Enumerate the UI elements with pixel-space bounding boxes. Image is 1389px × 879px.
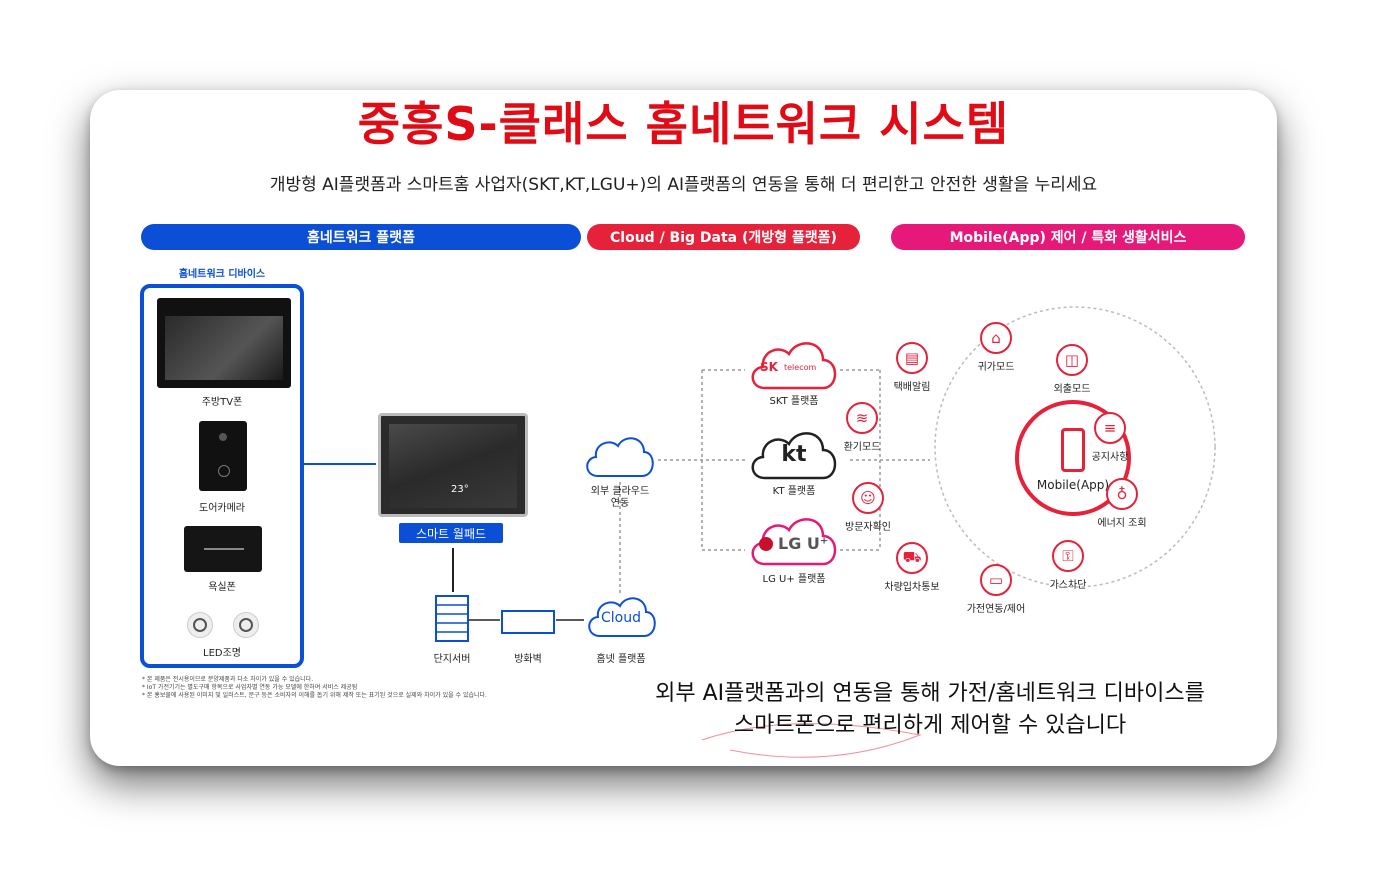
homenet-platform-label: 홈넷 플랫폼: [581, 650, 661, 665]
server-icon: [435, 595, 469, 642]
wallpad-temp: 23°: [451, 484, 469, 495]
service-label: 가스차단: [1018, 576, 1118, 591]
footnotes: * 본 제품은 전시용이므로 분양제품과 다소 차이가 있을 수 있습니다. *…: [142, 676, 562, 700]
kitchen-tv-label: 주방TV폰: [140, 393, 304, 408]
bottom-message: 외부 AI플랫폼과의 연동을 통해 가전/홈네트워크 디바이스를 스마트폰으로 …: [600, 678, 1260, 742]
service-label: 방문자확인: [818, 518, 918, 533]
lg-logo-icon: [759, 537, 773, 551]
firewall-label: 방화벽: [488, 650, 568, 665]
service-label: 가전연동/제어: [946, 600, 1046, 615]
service-label: 택배알림: [862, 378, 962, 393]
bathroom-phone-label: 욕실폰: [140, 578, 304, 593]
wallpad-label: 스마트 월패드: [399, 523, 503, 543]
external-cloud-icon: [580, 428, 660, 482]
bottom-line-1: 외부 AI플랫폼과의 연동을 통해 가전/홈네트워크 디바이스를: [600, 678, 1260, 710]
lg-logo: LG U⁺: [778, 534, 828, 553]
briefcase-icon: ◫: [1056, 344, 1088, 376]
skt-platform-label: SKT 플랫폼: [744, 392, 844, 407]
home-icon: ⌂: [980, 322, 1012, 354]
led-label: LED조명: [140, 644, 304, 659]
bottom-line-2: 스마트폰으로 편리하게 제어할 수 있습니다: [600, 710, 1260, 742]
service-label: 외출모드: [1022, 380, 1122, 395]
tv-icon: ▭: [980, 564, 1012, 596]
visitor-icon: ☺: [852, 482, 884, 514]
service-label: 차량입차통보: [862, 578, 962, 593]
kt-platform-label: KT 플랫폼: [744, 482, 844, 497]
skt-logo-telecom: telecom: [784, 363, 816, 372]
wind-icon: ≋: [846, 402, 878, 434]
content-card: 중흥S-클래스 홈네트워크 시스템 개방형 AI플랫폼과 스마트홈 사업자(SK…: [90, 90, 1277, 766]
device-box-title: 홈네트워크 디바이스: [140, 265, 304, 280]
lg-platform-label: LG U+ 플랫폼: [744, 570, 844, 585]
bathroom-phone-image: [184, 526, 262, 572]
service-label: 귀가모드: [946, 358, 1046, 373]
kitchen-tv-image: [157, 298, 291, 388]
service-label: 에너지 조회: [1072, 514, 1172, 529]
firewall-icon: [501, 610, 555, 634]
service-label: 공지사항: [1060, 448, 1160, 463]
led-light-icon: [187, 612, 213, 638]
bulb-icon: ♁: [1106, 478, 1138, 510]
footnote: * 본 제품은 전시용이므로 분양제품과 다소 차이가 있을 수 있습니다.: [142, 676, 562, 684]
server-label: 단지서버: [412, 650, 492, 665]
car-icon: ⛟: [896, 542, 928, 574]
delivery-icon: ▤: [896, 342, 928, 374]
gas-valve-icon: ⚿: [1052, 540, 1084, 572]
door-camera-label: 도어카메라: [140, 499, 304, 514]
service-label: 환기모드: [812, 438, 912, 453]
wallpad-image: 23°: [378, 413, 528, 517]
homenet-cloud-word: Cloud: [582, 610, 660, 626]
skt-logo-sk: SK: [760, 360, 778, 374]
footnote: * 본 홍보물에 사용된 이미지 및 일러스트, 문구 등은 소비자의 이해를 …: [142, 692, 562, 700]
door-camera-image: [199, 421, 247, 491]
footnote: * IoT 가전기기는 별도구매 항목으로 사업자별 연동 가능 모델에 한하여…: [142, 684, 562, 692]
led-light-icon: [233, 612, 259, 638]
external-cloud-label: 외부 클라우드 연동: [570, 486, 670, 510]
notice-icon: ≡: [1094, 412, 1126, 444]
